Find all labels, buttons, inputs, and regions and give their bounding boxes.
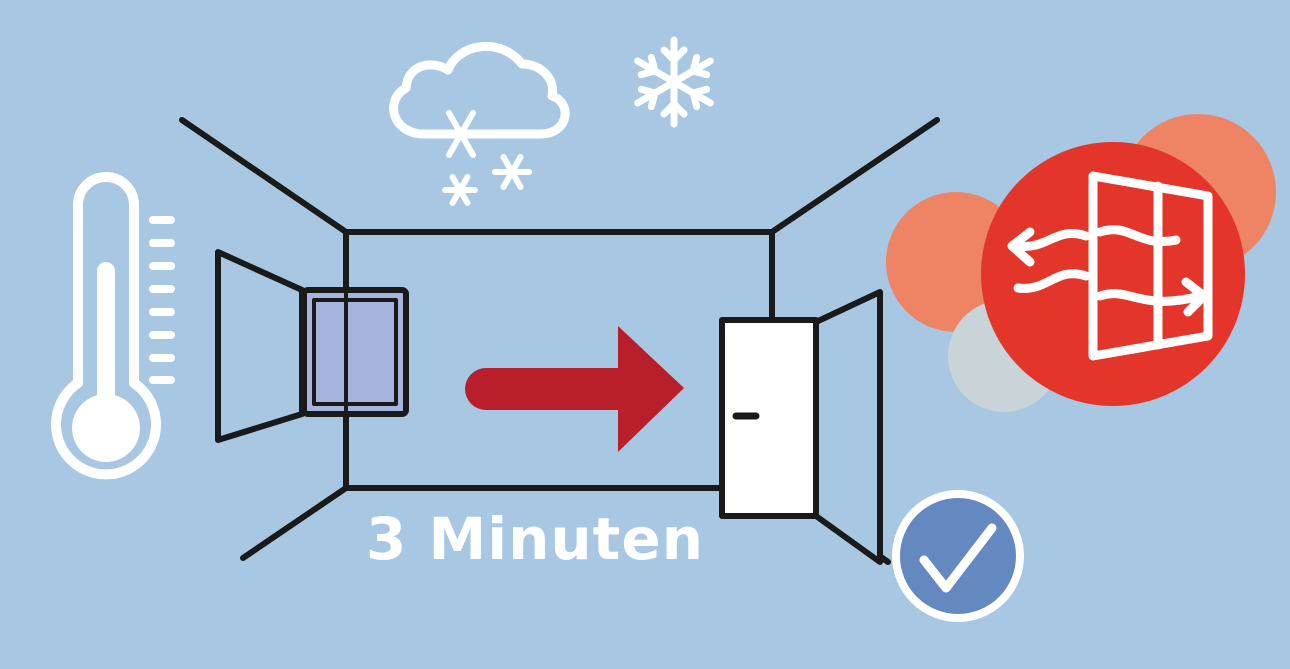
window-icon (215, 249, 409, 443)
arrow-right-icon (465, 326, 684, 452)
duration-label: 3 Minuten (365, 505, 705, 573)
snow-cloud-icon (389, 41, 570, 206)
ventilation-window-icon (886, 114, 1276, 412)
door-icon (719, 289, 883, 565)
thermometer-icon (51, 172, 175, 480)
checkmark-icon (892, 490, 1024, 622)
room-outline (179, 117, 940, 565)
snowflake-icon (634, 36, 714, 128)
